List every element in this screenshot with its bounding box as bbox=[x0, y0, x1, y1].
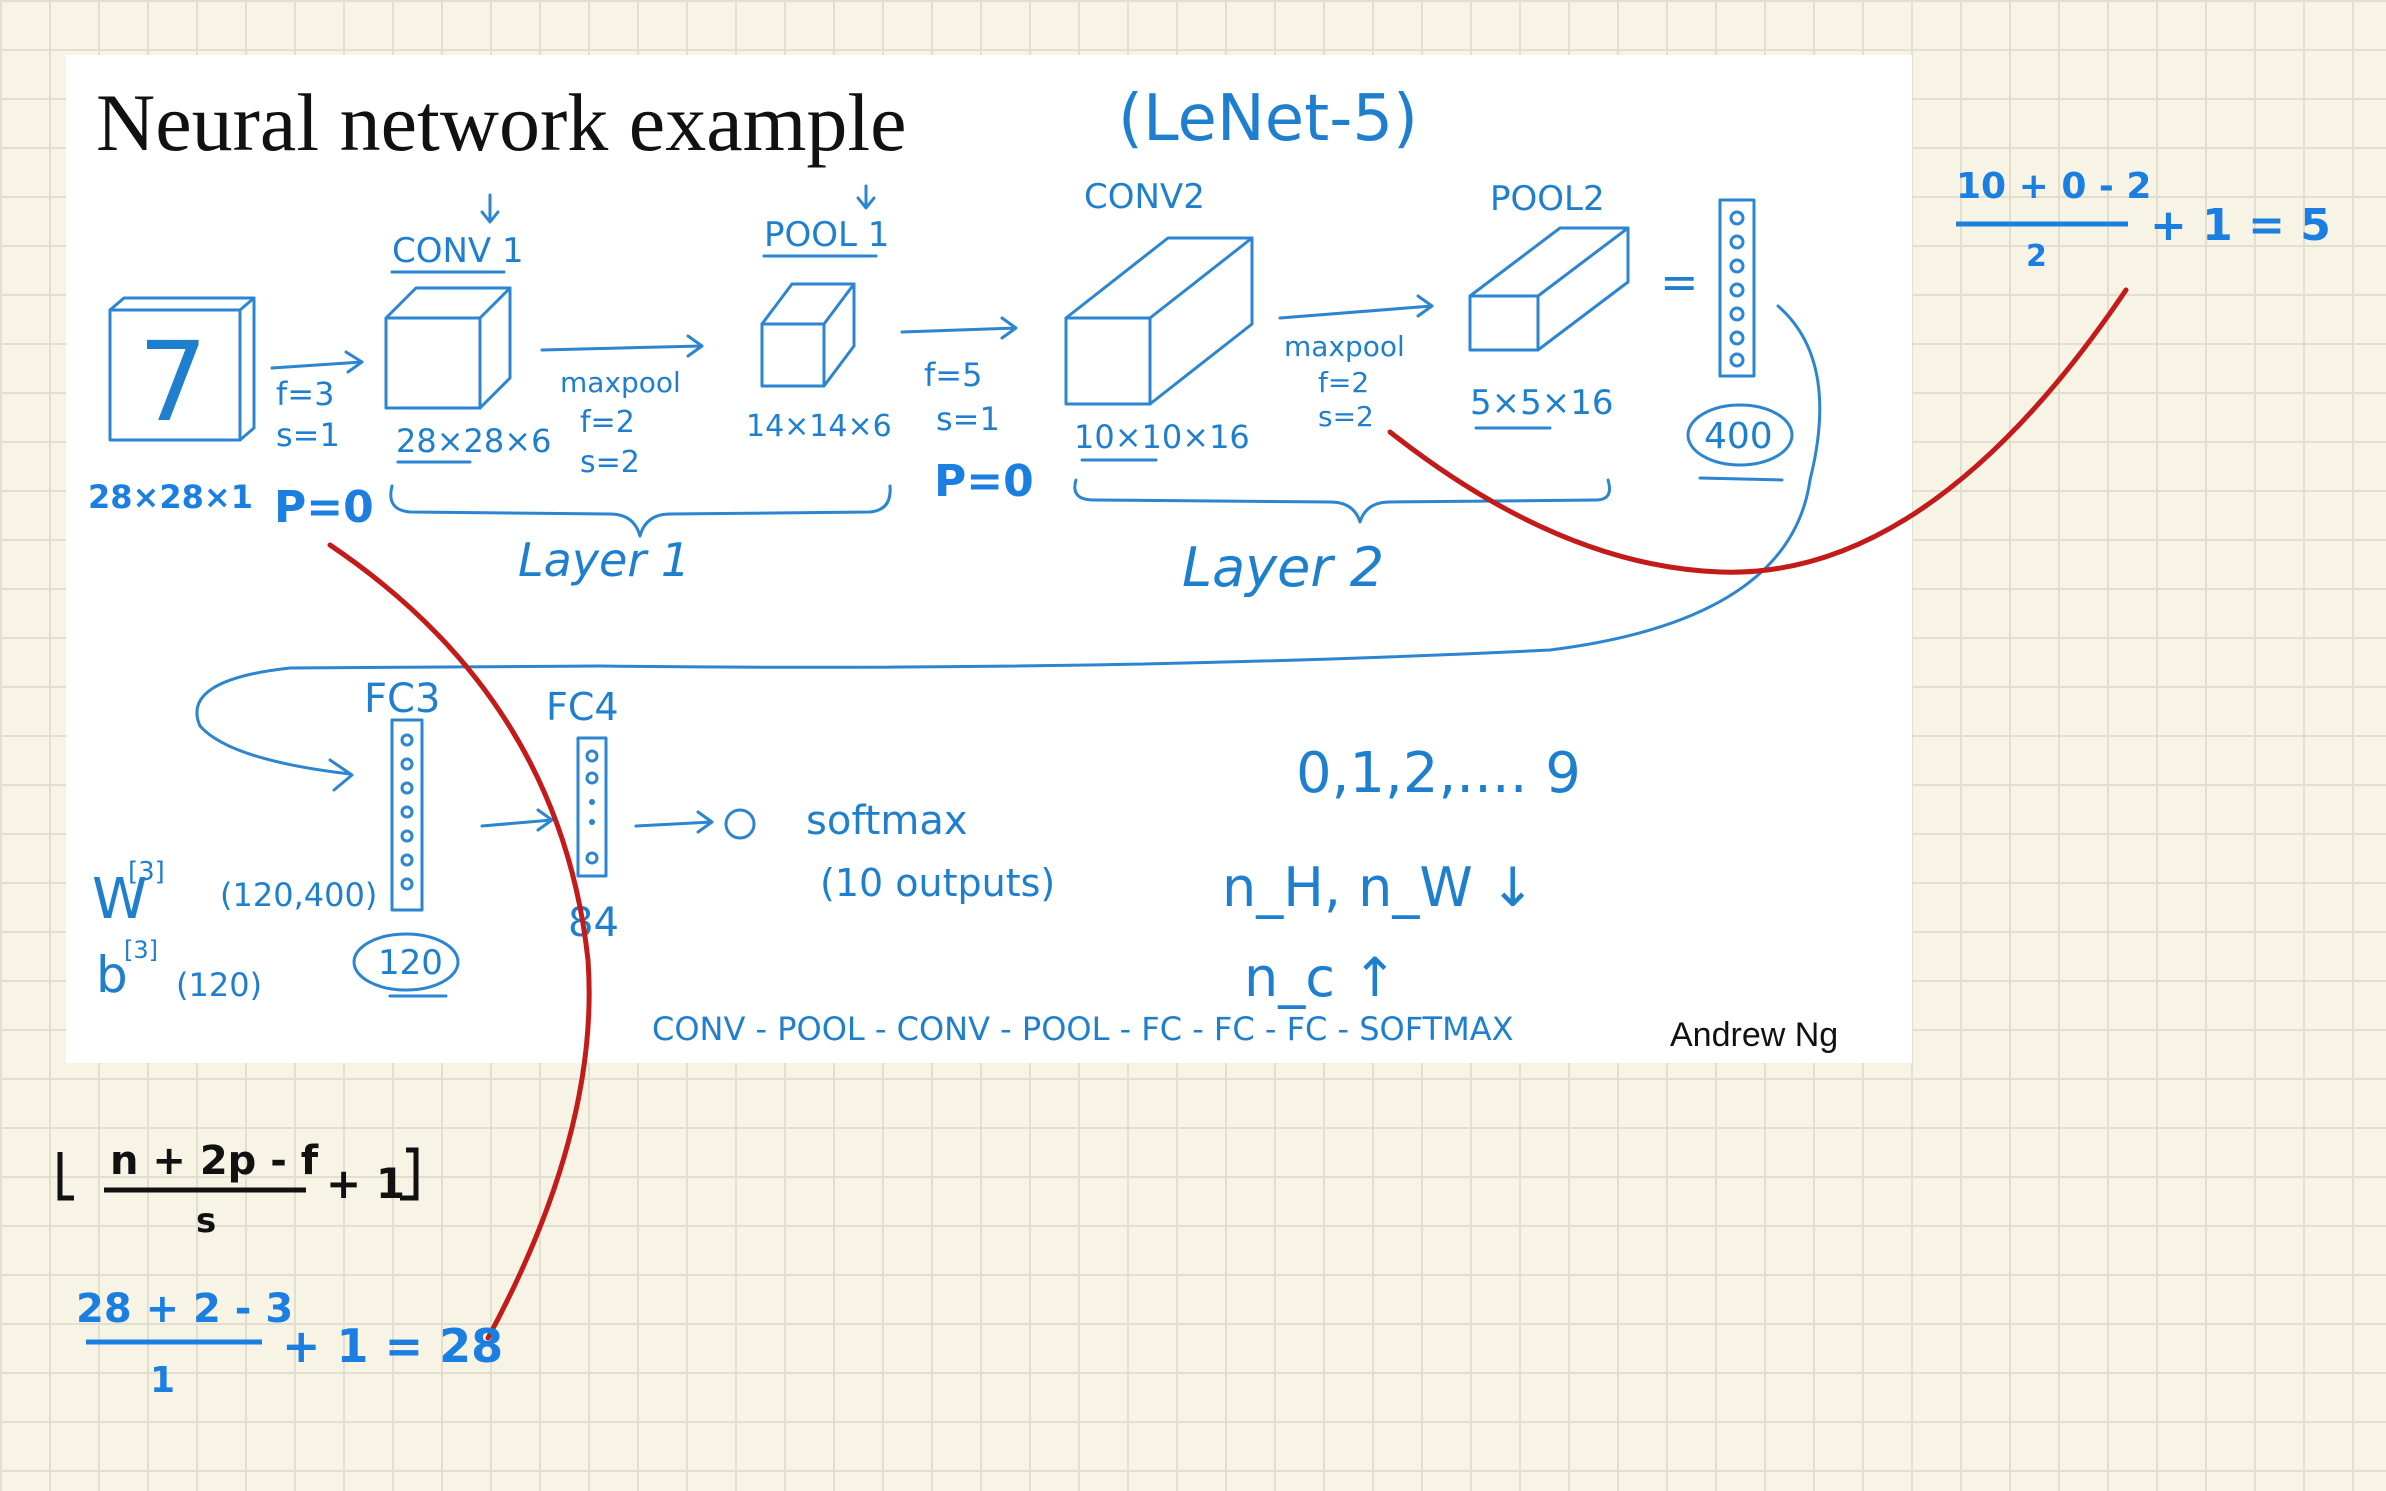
pool1-volume bbox=[760, 282, 856, 388]
b-superscript: [3] bbox=[124, 936, 158, 964]
pool2-shape: 5×5×16 bbox=[1470, 383, 1614, 423]
trend-nhw: n_H, n_W ↓ bbox=[1222, 856, 1535, 919]
formula-general-denominator: s bbox=[196, 1201, 216, 1241]
w-symbol: W bbox=[92, 867, 147, 932]
conv2-shape: 10×10×16 bbox=[1074, 418, 1250, 456]
layer2-label: Layer 2 bbox=[1182, 536, 1384, 599]
b-symbol: b bbox=[96, 946, 128, 1004]
flatten-eq: = bbox=[1660, 255, 1699, 309]
slide-panel bbox=[66, 55, 1912, 1063]
formula-general-rest: + 1 bbox=[326, 1159, 405, 1208]
conv1-down-arrow bbox=[480, 193, 500, 224]
input-image: 7 bbox=[108, 296, 256, 446]
pool1-op: maxpool bbox=[560, 366, 681, 399]
layer2-brace bbox=[1073, 478, 1611, 524]
layer1-label: Layer 1 bbox=[518, 533, 690, 587]
flatten-size-underline bbox=[1698, 476, 1784, 482]
fc3-column bbox=[390, 718, 424, 912]
between-s: s=1 bbox=[936, 400, 1000, 438]
pool2-volume bbox=[1468, 226, 1630, 352]
between-p: P=0 bbox=[934, 456, 1034, 507]
slide-author: Andrew Ng bbox=[1670, 1016, 1838, 1054]
pool2-s: s=2 bbox=[1318, 400, 1374, 433]
fc3-size: 120 bbox=[378, 943, 443, 983]
conv1-shape: 28×28×6 bbox=[396, 422, 551, 460]
fc3-label: FC3 bbox=[364, 676, 440, 722]
formula-pool2-result: + 1 = 5 bbox=[2150, 200, 2331, 251]
formula-general: n + 2p - f s + 1 bbox=[57, 1138, 419, 1241]
trend-nc: n_c ↑ bbox=[1244, 946, 1397, 1009]
fc4-label: FC4 bbox=[546, 685, 619, 729]
formula-pool2-denominator: 2 bbox=[2026, 239, 2047, 274]
pool1-shape: 14×14×6 bbox=[746, 409, 892, 444]
arrow-fc3-fc4 bbox=[480, 808, 554, 832]
flatten-column bbox=[1718, 198, 1756, 378]
pool1-label: POOL 1 bbox=[764, 215, 889, 255]
arrow-input-conv1 bbox=[270, 350, 364, 374]
between-f: f=5 bbox=[924, 356, 982, 394]
pool1-s: s=2 bbox=[580, 445, 640, 480]
formula-general-numerator: n + 2p - f bbox=[110, 1138, 319, 1184]
formula-conv1: 28 + 2 - 3 1 + 1 = 28 bbox=[76, 1286, 503, 1401]
conv2-volume bbox=[1064, 236, 1254, 406]
formula-pool2-numerator: 10 + 0 - 2 bbox=[1956, 166, 2151, 207]
pool2-label: POOL2 bbox=[1490, 179, 1605, 219]
pool2-f: f=2 bbox=[1318, 366, 1369, 399]
flatten-size: 400 bbox=[1704, 416, 1773, 457]
output-label: softmax bbox=[806, 798, 968, 844]
formula-conv1-denominator: 1 bbox=[150, 1360, 175, 1401]
fc4-column bbox=[576, 736, 608, 878]
formula-conv1-numerator: 28 + 2 - 3 bbox=[76, 1286, 293, 1332]
connector-flatten-fc3 bbox=[195, 304, 1822, 792]
output-node bbox=[724, 808, 756, 840]
arrow-fc4-output bbox=[634, 810, 714, 834]
layer1-brace bbox=[389, 484, 892, 538]
slide-title-note: (LeNet-5) bbox=[1118, 82, 1418, 156]
formula-conv1-result: + 1 = 28 bbox=[282, 1319, 503, 1373]
input-shape: 28×28×1 bbox=[88, 478, 253, 516]
b-shape: (120) bbox=[176, 966, 262, 1004]
pool1-down-arrow bbox=[856, 184, 876, 210]
conv2-label: CONV2 bbox=[1084, 177, 1205, 217]
pool1-f: f=2 bbox=[580, 405, 635, 440]
flatten-size-circle bbox=[1686, 403, 1794, 467]
input-digit: 7 bbox=[138, 318, 208, 446]
formula-pool2: 10 + 0 - 2 2 + 1 = 5 bbox=[1956, 166, 2331, 274]
output-classes: 0,1,2,.... 9 bbox=[1296, 741, 1581, 806]
conv1-volume bbox=[384, 286, 512, 410]
slide-title: Neural network example bbox=[96, 77, 907, 168]
conv1-label: CONV 1 bbox=[392, 231, 524, 271]
pool2-op: maxpool bbox=[1284, 330, 1405, 363]
w-shape: (120,400) bbox=[220, 876, 377, 914]
w-superscript: [3] bbox=[128, 857, 165, 887]
input-p: P=0 bbox=[274, 482, 374, 533]
input-f: f=3 bbox=[276, 375, 334, 413]
fc3-size-circle bbox=[352, 932, 460, 992]
red-curve-pool2-formula bbox=[1387, 287, 2129, 575]
arrow-conv2-pool2 bbox=[1278, 294, 1434, 320]
pipeline-text: CONV - POOL - CONV - POOL - FC - FC - FC… bbox=[652, 1010, 1514, 1048]
output-detail: (10 outputs) bbox=[820, 861, 1055, 905]
arrow-pool1-conv2 bbox=[900, 316, 1018, 340]
arrow-conv1-pool1 bbox=[540, 334, 704, 358]
input-s: s=1 bbox=[276, 416, 340, 454]
red-curve-conv1-formula bbox=[327, 542, 592, 1341]
fc4-size: 84 bbox=[568, 900, 619, 946]
